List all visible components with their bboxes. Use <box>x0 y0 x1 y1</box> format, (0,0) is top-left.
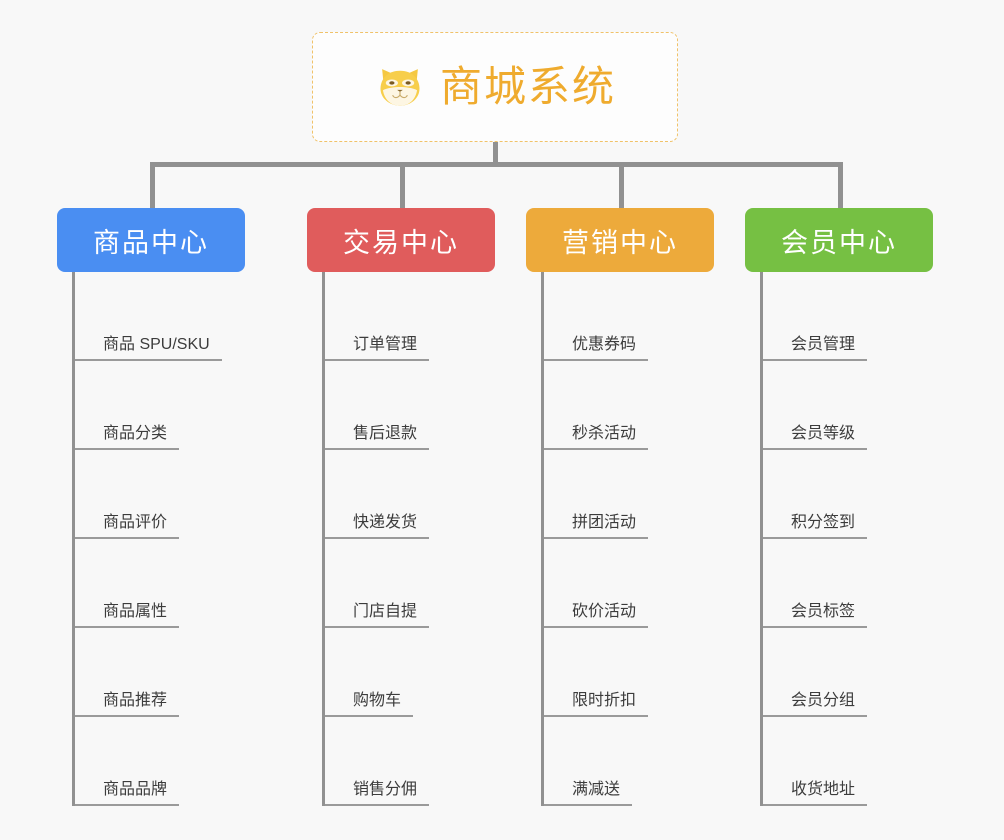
branch-header-2[interactable]: 交易中心 <box>307 208 495 272</box>
leaf-label: 商品分类 <box>75 419 180 450</box>
connector-drop-2 <box>400 162 405 208</box>
leaf-item[interactable]: 商品评价 <box>75 450 245 539</box>
leaf-item[interactable]: 售后退款 <box>325 361 495 450</box>
connector-drop-1 <box>150 162 155 208</box>
leaf-item[interactable]: 收货地址 <box>763 717 933 806</box>
leaf-item[interactable]: 会员等级 <box>763 361 933 450</box>
leaf-item[interactable]: 商品分类 <box>75 361 245 450</box>
leaf-item[interactable]: 订单管理 <box>325 272 495 361</box>
leaf-item[interactable]: 商品 SPU/SKU <box>75 272 245 361</box>
leaf-label: 拼团活动 <box>544 508 649 539</box>
leaf-item[interactable]: 会员标签 <box>763 539 933 628</box>
branch-header-label: 营销中心 <box>562 227 678 258</box>
leaf-item[interactable]: 门店自提 <box>325 539 495 628</box>
leaf-label: 会员标签 <box>763 597 868 628</box>
connector-horizontal-bar <box>150 162 840 167</box>
branch-body-1: 商品 SPU/SKU 商品分类 商品评价 商品属性 商品推荐 商品品牌 <box>72 272 245 806</box>
branch-header-4[interactable]: 会员中心 <box>745 208 933 272</box>
leaf-item[interactable]: 积分签到 <box>763 450 933 539</box>
leaf-item[interactable]: 秒杀活动 <box>544 361 714 450</box>
leaf-item[interactable]: 拼团活动 <box>544 450 714 539</box>
leaf-label: 优惠券码 <box>544 330 649 361</box>
leaf-label: 商品品牌 <box>75 775 180 806</box>
leaf-label: 积分签到 <box>763 508 868 539</box>
branch-column-2: 交易中心 订单管理 售后退款 快递发货 门店自提 购物车 销售分佣 <box>307 208 495 806</box>
leaf-label: 商品属性 <box>75 597 180 628</box>
connector-drop-4 <box>838 162 843 208</box>
branch-body-3: 优惠券码 秒杀活动 拼团活动 砍价活动 限时折扣 满减送 <box>541 272 714 806</box>
leaf-label: 会员分组 <box>763 686 868 717</box>
branch-column-1: 商品中心 商品 SPU/SKU 商品分类 商品评价 商品属性 商品推荐 商品品牌 <box>57 208 245 806</box>
leaf-label: 购物车 <box>325 686 414 717</box>
leaf-item[interactable]: 满减送 <box>544 717 714 806</box>
branch-body-4: 会员管理 会员等级 积分签到 会员标签 会员分组 收货地址 <box>760 272 933 806</box>
leaf-label: 售后退款 <box>325 419 430 450</box>
leaf-label: 限时折扣 <box>544 686 649 717</box>
branch-header-label: 会员中心 <box>781 227 897 258</box>
leaf-label: 会员管理 <box>763 330 868 361</box>
leaf-label: 收货地址 <box>763 775 868 806</box>
branch-header-3[interactable]: 营销中心 <box>526 208 714 272</box>
leaf-label: 砍价活动 <box>544 597 649 628</box>
shiba-dog-face-icon <box>374 61 426 113</box>
leaf-item[interactable]: 购物车 <box>325 628 495 717</box>
leaf-item[interactable]: 快递发货 <box>325 450 495 539</box>
branch-header-label: 交易中心 <box>343 227 459 258</box>
leaf-label: 秒杀活动 <box>544 419 649 450</box>
connector-root-stem <box>493 142 498 166</box>
leaf-item[interactable]: 砍价活动 <box>544 539 714 628</box>
leaf-item[interactable]: 销售分佣 <box>325 717 495 806</box>
leaf-label: 会员等级 <box>763 419 868 450</box>
leaf-label: 商品推荐 <box>75 686 180 717</box>
leaf-item[interactable]: 商品品牌 <box>75 717 245 806</box>
leaf-item[interactable]: 会员分组 <box>763 628 933 717</box>
root-node[interactable]: 商城系统 <box>312 32 678 142</box>
leaf-label: 订单管理 <box>325 330 430 361</box>
leaf-item[interactable]: 限时折扣 <box>544 628 714 717</box>
connector-drop-3 <box>619 162 624 208</box>
leaf-item[interactable]: 优惠券码 <box>544 272 714 361</box>
leaf-label: 快递发货 <box>325 508 430 539</box>
branch-column-3: 营销中心 优惠券码 秒杀活动 拼团活动 砍价活动 限时折扣 满减送 <box>526 208 714 806</box>
branch-column-4: 会员中心 会员管理 会员等级 积分签到 会员标签 会员分组 收货地址 <box>745 208 933 806</box>
leaf-item[interactable]: 商品推荐 <box>75 628 245 717</box>
leaf-label: 商品评价 <box>75 508 180 539</box>
leaf-label: 商品 SPU/SKU <box>75 330 222 361</box>
root-title: 商城系统 <box>439 63 616 110</box>
leaf-item[interactable]: 会员管理 <box>763 272 933 361</box>
branch-body-2: 订单管理 售后退款 快递发货 门店自提 购物车 销售分佣 <box>322 272 495 806</box>
branch-header-1[interactable]: 商品中心 <box>57 208 245 272</box>
leaf-label: 销售分佣 <box>325 775 430 806</box>
leaf-label: 满减送 <box>544 775 633 806</box>
leaf-item[interactable]: 商品属性 <box>75 539 245 628</box>
leaf-label: 门店自提 <box>325 597 430 628</box>
branch-header-label: 商品中心 <box>93 227 209 258</box>
